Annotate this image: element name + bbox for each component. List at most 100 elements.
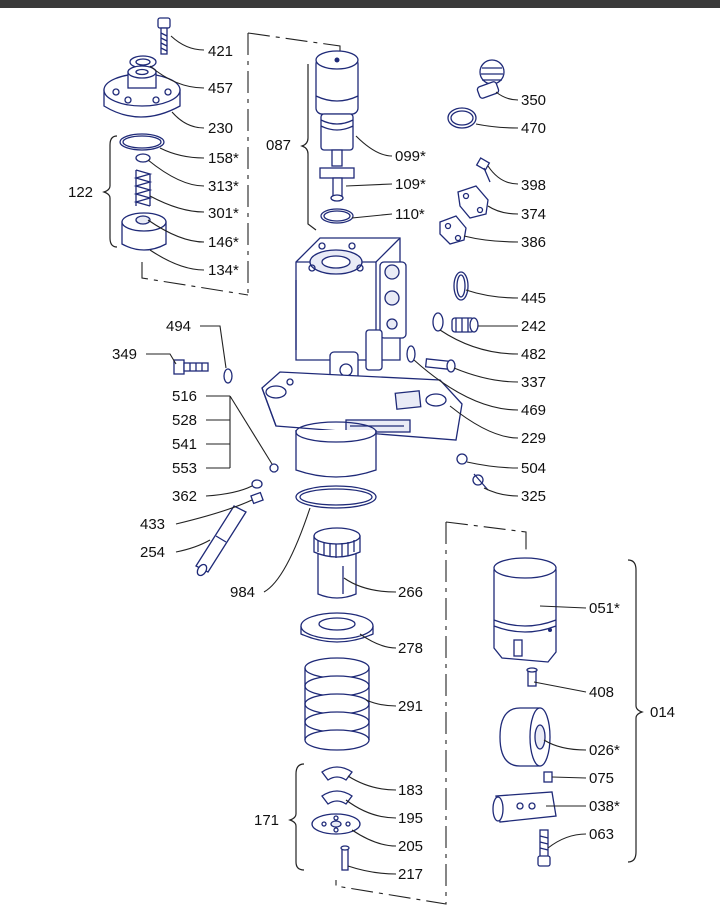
- part-337-screw: [424, 358, 456, 373]
- part-516-ring: [269, 463, 279, 473]
- label-087: 087: [266, 137, 291, 154]
- bracket-014: [627, 559, 644, 863]
- part-313-ring: [135, 153, 151, 163]
- part-445-oring: [453, 271, 469, 301]
- part-421-bolt: [157, 17, 171, 55]
- bracket-171: [288, 763, 305, 871]
- label-266: 266: [398, 584, 423, 601]
- leader-lines: [146, 35, 587, 875]
- part-349-screw: [173, 359, 209, 375]
- label-470: 470: [521, 120, 546, 137]
- label-254: 254: [140, 544, 165, 561]
- part-109-pin: [319, 167, 355, 202]
- part-301-spring: [133, 169, 153, 207]
- label-445: 445: [521, 290, 546, 307]
- label-099: 099*: [395, 148, 426, 165]
- label-134: 134*: [208, 262, 239, 279]
- part-051-housing: [493, 557, 557, 663]
- top-bar: [0, 0, 720, 8]
- label-146: 146*: [208, 234, 239, 251]
- part-242-fitting: [451, 317, 479, 333]
- part-134-cup: [121, 212, 167, 251]
- part-504-washer: [456, 453, 468, 465]
- part-470-oring: [447, 107, 477, 129]
- part-075-pin: [543, 771, 553, 783]
- label-109: 109*: [395, 176, 426, 193]
- label-195: 195: [398, 810, 423, 827]
- bracket-087: [300, 64, 317, 231]
- part-110-oring: [320, 208, 354, 224]
- part-278-washer: [300, 612, 374, 643]
- frame-lower: [335, 521, 527, 905]
- label-541: 541: [172, 436, 197, 453]
- label-278: 278: [398, 640, 423, 657]
- label-075: 075: [589, 770, 614, 787]
- label-433: 433: [140, 516, 165, 533]
- label-301: 301*: [208, 205, 239, 222]
- bracket-122: [102, 135, 118, 248]
- part-386-gasket: [439, 215, 467, 245]
- part-494-oring: [223, 368, 233, 384]
- part-362-washer: [251, 479, 263, 489]
- label-183: 183: [398, 782, 423, 799]
- part-026-roller: [499, 707, 551, 767]
- label-337: 337: [521, 374, 546, 391]
- label-984: 984: [230, 584, 255, 601]
- label-421: 421: [208, 43, 233, 60]
- part-291-spring: [304, 657, 370, 751]
- label-229: 229: [521, 430, 546, 447]
- label-110: 110*: [395, 206, 425, 223]
- label-217: 217: [398, 866, 423, 883]
- label-398: 398: [521, 177, 546, 194]
- part-205-disc: [311, 813, 361, 835]
- label-325: 325: [521, 488, 546, 505]
- part-195-clip: [321, 790, 353, 805]
- label-374: 374: [521, 206, 546, 223]
- part-183-clip: [321, 766, 353, 781]
- label-242: 242: [521, 318, 546, 335]
- part-038-axle: [492, 791, 557, 823]
- part-325-screw: [472, 473, 489, 491]
- label-457: 457: [208, 80, 233, 97]
- label-494: 494: [166, 318, 191, 335]
- part-266-sleeve: [313, 527, 361, 599]
- label-026: 026*: [589, 742, 620, 759]
- part-099-plunger: [315, 50, 359, 167]
- part-408-screw: [526, 667, 538, 687]
- part-398-screw: [475, 157, 491, 183]
- part-158-oring: [119, 133, 165, 151]
- part-482-oring: [432, 312, 444, 332]
- label-014: 014: [650, 704, 675, 721]
- callout-labels: 421 457 230 158* 313* 301* 146* 134* 122…: [68, 43, 675, 883]
- label-504: 504: [521, 460, 546, 477]
- label-313: 313*: [208, 178, 239, 195]
- part-374-cover: [457, 185, 489, 219]
- part-457-washer: [129, 55, 157, 69]
- label-362: 362: [172, 488, 197, 505]
- label-553: 553: [172, 460, 197, 477]
- label-469: 469: [521, 402, 546, 419]
- label-230: 230: [208, 120, 233, 137]
- label-051: 051*: [589, 600, 620, 617]
- label-350: 350: [521, 92, 546, 109]
- frame-top-left: [141, 32, 341, 296]
- part-433-nut: [250, 491, 264, 505]
- label-158: 158*: [208, 150, 239, 167]
- part-469-oring: [406, 345, 416, 363]
- part-229-body: [261, 237, 463, 478]
- label-291: 291: [398, 698, 423, 715]
- label-528: 528: [172, 412, 197, 429]
- part-063-bolt: [537, 829, 551, 867]
- label-205: 205: [398, 838, 423, 855]
- part-350-plug: [476, 59, 505, 99]
- label-386: 386: [521, 234, 546, 251]
- part-254-shaft: [195, 505, 247, 577]
- label-122: 122: [68, 184, 93, 201]
- part-984-oring: [295, 485, 377, 509]
- label-349: 349: [112, 346, 137, 363]
- label-516: 516: [172, 388, 197, 405]
- label-038: 038*: [589, 798, 620, 815]
- part-230-cap: [103, 65, 181, 118]
